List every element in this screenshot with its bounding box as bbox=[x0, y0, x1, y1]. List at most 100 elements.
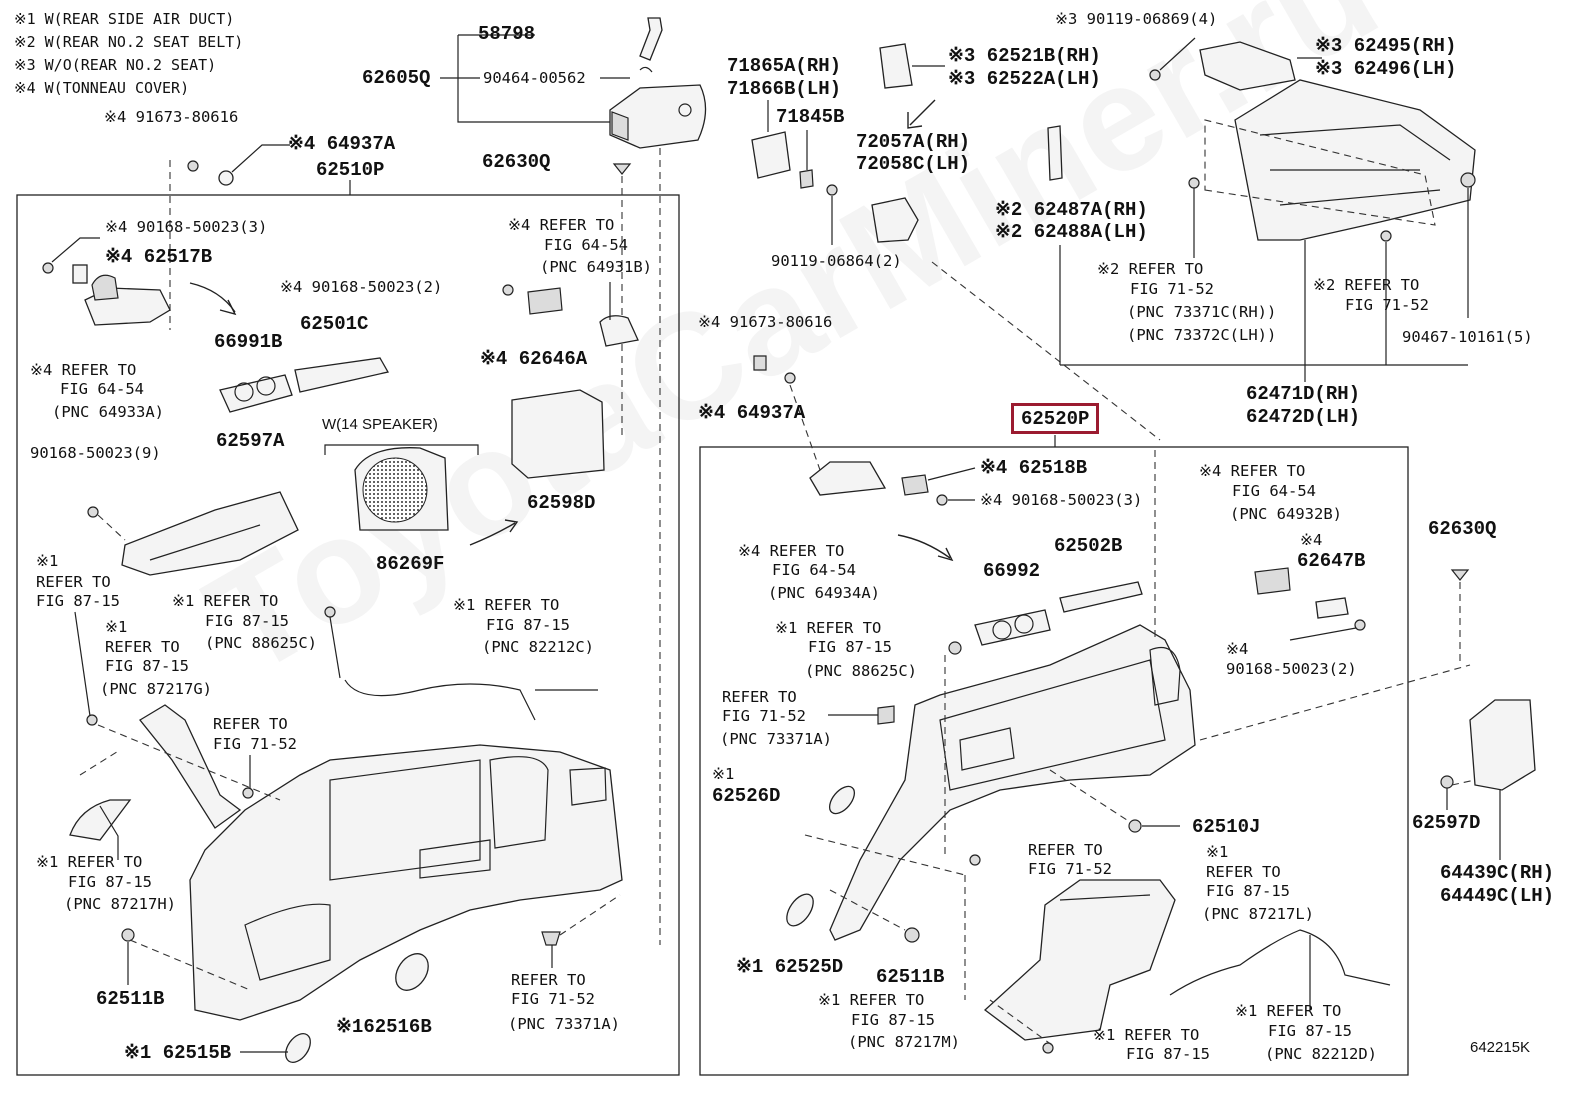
note-2: ※2 W(REAR NO.2 SEAT BELT) bbox=[14, 33, 244, 51]
ref-64932b-1: ※4 REFER TO bbox=[1199, 462, 1306, 480]
part-62630q-left: 62630Q bbox=[482, 151, 551, 173]
ref-64934a-3: (PNC 64934A) bbox=[768, 584, 880, 602]
cover-62646a bbox=[527, 287, 563, 315]
ref-88625c-r1: ※1 REFER TO bbox=[775, 619, 882, 637]
ref-82212d-2: FIG 87-15 bbox=[1268, 1022, 1352, 1040]
ref-82212c-2: FIG 87-15 bbox=[486, 616, 570, 634]
part-66991b: 66991B bbox=[214, 331, 283, 353]
part-64439c: 64439C(RH) bbox=[1440, 862, 1555, 884]
part-64937a-left: ※4 64937A bbox=[288, 133, 396, 155]
vent-62516b bbox=[395, 953, 429, 991]
part-90464: 90464-00562 bbox=[483, 69, 586, 87]
ref-87217g-3: FIG 87-15 bbox=[105, 657, 189, 675]
ref-64934a-2: FIG 64-54 bbox=[772, 561, 856, 579]
ref-88625c-l2: FIG 87-15 bbox=[205, 612, 289, 630]
bracket-62518b bbox=[809, 461, 887, 496]
part-71845b: 71845B bbox=[776, 106, 845, 128]
part-91673-right: ※4 91673-80616 bbox=[698, 313, 833, 331]
highlight-62520p bbox=[1011, 403, 1099, 434]
pillar-trim-62471d bbox=[1234, 79, 1476, 241]
part-72058c: 72058C(LH) bbox=[856, 153, 971, 175]
trim-71865a bbox=[751, 131, 791, 179]
ref-8715a-2: REFER TO bbox=[36, 573, 111, 591]
part-91673-left: ※4 91673-80616 bbox=[104, 108, 239, 126]
part-62510j: 62510J bbox=[1192, 816, 1261, 838]
ref-73371c-1: ※2 REFER TO bbox=[1097, 260, 1204, 278]
part-62525d: ※1 62525D bbox=[736, 956, 844, 978]
bracket-62521b bbox=[879, 43, 913, 89]
part-62501c: 62501C bbox=[300, 313, 369, 335]
part-62471d: 62471D(RH) bbox=[1246, 383, 1361, 405]
part-62472d: 62472D(LH) bbox=[1246, 406, 1361, 428]
part-90168-2-left: ※4 90168-50023(2) bbox=[280, 278, 443, 296]
ref-82212c-1: ※1 REFER TO bbox=[453, 596, 560, 614]
part-62521b: ※3 62521B(RH) bbox=[948, 45, 1101, 67]
part-62487a: ※2 62487A(RH) bbox=[995, 199, 1148, 221]
part-90168-2-right-note: ※4 bbox=[1226, 640, 1249, 658]
part-90168-3-right: ※4 90168-50023(3) bbox=[980, 491, 1143, 509]
part-66992: 66992 bbox=[983, 560, 1041, 582]
left-assembly-frame bbox=[16, 194, 680, 1076]
ref-82212d-1: ※1 REFER TO bbox=[1235, 1002, 1342, 1020]
part-71865a: 71865A(RH) bbox=[727, 55, 842, 77]
ref-7152-r1: REFER TO bbox=[1028, 841, 1103, 859]
part-62511b-right: 62511B bbox=[876, 966, 945, 988]
part-62597d: 62597D bbox=[1412, 812, 1481, 834]
ref-64933a-1: ※4 REFER TO bbox=[30, 361, 137, 379]
ref-82212d-3: (PNC 82212D) bbox=[1265, 1045, 1377, 1063]
quarter-trim-right bbox=[829, 624, 1196, 941]
part-62526d-note: ※1 bbox=[712, 765, 735, 783]
part-62516b: ※162516B bbox=[336, 1016, 432, 1038]
part-62518b: ※4 62518B bbox=[980, 457, 1088, 479]
part-90467: 90467-10161(5) bbox=[1402, 328, 1533, 346]
panel-62598d bbox=[511, 389, 605, 479]
part-62526d: 62526D bbox=[712, 785, 781, 807]
duct-87217l bbox=[983, 879, 1176, 1041]
part-90119-06864: 90119-06864(2) bbox=[771, 252, 902, 270]
ref-87217m-1: ※1 REFER TO bbox=[818, 991, 925, 1009]
ref-64934a-1: ※4 REFER TO bbox=[738, 542, 845, 560]
part-62597a: 62597A bbox=[216, 430, 285, 452]
ref-64931b-2: FIG 64-54 bbox=[544, 236, 628, 254]
part-72057a: 72057A(RH) bbox=[856, 131, 971, 153]
hook-72057a bbox=[871, 197, 919, 243]
ref-73371a-r3: (PNC 73371A) bbox=[720, 730, 832, 748]
ref-87217l-1: ※1 bbox=[1206, 843, 1229, 861]
clip-58798 bbox=[639, 17, 663, 61]
note-4: ※4 W(TONNEAU COVER) bbox=[14, 79, 190, 97]
ref-87217g-2: REFER TO bbox=[105, 638, 180, 656]
cupholder-66991b bbox=[219, 374, 293, 413]
ref-8715-r2: FIG 87-15 bbox=[1126, 1045, 1210, 1063]
ref-64931b-3: (PNC 64931B) bbox=[540, 258, 652, 276]
duct-87217h bbox=[69, 799, 132, 841]
speaker-grille-86269f bbox=[354, 447, 449, 531]
ref-73371a-l1: REFER TO bbox=[511, 971, 586, 989]
duct-87217g bbox=[139, 704, 242, 829]
part-62522a: ※3 62522A(LH) bbox=[948, 68, 1101, 90]
part-62598d: 62598D bbox=[527, 492, 596, 514]
speaker-note: W(14 SPEAKER) bbox=[322, 416, 438, 433]
ref-7152-l1: REFER TO bbox=[213, 715, 288, 733]
part-90168-3-left: ※4 90168-50023(3) bbox=[105, 218, 268, 236]
part-62496: ※3 62496(LH) bbox=[1315, 58, 1457, 80]
ref-73371a-r2: FIG 71-52 bbox=[722, 707, 806, 725]
duct-62597a bbox=[121, 491, 299, 576]
bracket-62517b bbox=[72, 264, 171, 326]
ref-87217l-2: REFER TO bbox=[1206, 863, 1281, 881]
part-62646a: ※4 62646A bbox=[480, 348, 588, 370]
ref-88625c-l1: ※1 REFER TO bbox=[172, 592, 279, 610]
ref-88625c-r3: (PNC 88625C) bbox=[805, 662, 917, 680]
part-86269f: 86269F bbox=[376, 553, 445, 575]
part-62515b: ※1 62515B bbox=[124, 1042, 232, 1064]
part-62495: ※3 62495(RH) bbox=[1315, 35, 1457, 57]
part-62605q: 62605Q bbox=[362, 67, 431, 89]
quarter-trim-left bbox=[189, 744, 623, 1021]
right-assembly-frame bbox=[699, 446, 1409, 1076]
cupholder-66992 bbox=[974, 609, 1051, 646]
ref-73371a-l3: (PNC 73371A) bbox=[508, 1015, 620, 1033]
ref-64932b-2: FIG 64-54 bbox=[1232, 482, 1316, 500]
part-62647b: 62647B bbox=[1297, 550, 1366, 572]
part-62488a: ※2 62488A(LH) bbox=[995, 221, 1148, 243]
ref-8715a-3: FIG 87-15 bbox=[36, 592, 120, 610]
